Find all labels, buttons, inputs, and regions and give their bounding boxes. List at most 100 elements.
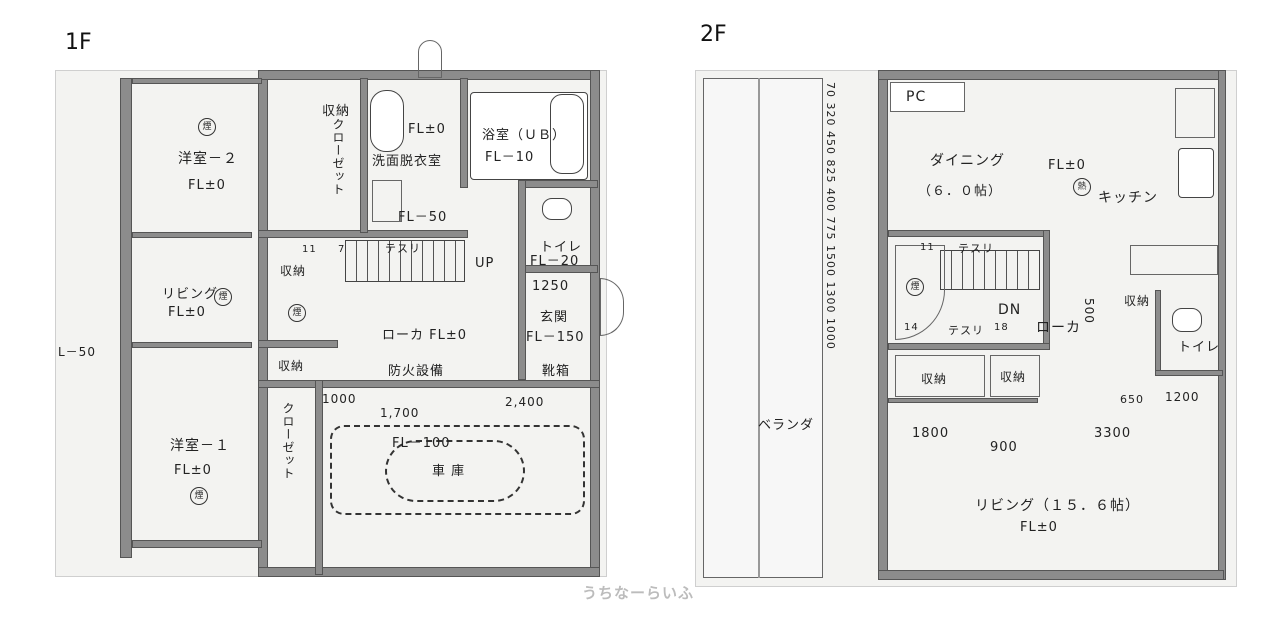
room-veranda: ベランダ (758, 418, 815, 433)
label-pc: PC (906, 89, 927, 105)
wall (315, 380, 323, 575)
room-bath: 浴室（ＵＢ） (482, 128, 567, 143)
room-dining-fl: FL±0 (1048, 158, 1086, 173)
wall (258, 380, 600, 388)
veranda-area (703, 78, 823, 578)
door-swing (600, 278, 624, 336)
room-toilet: トイレ (1178, 340, 1221, 355)
smoke-detector-icon: 煙 (198, 118, 216, 136)
heat-detector-icon: 熱 (1073, 178, 1091, 196)
room-living-fl: FL±0 (1020, 520, 1058, 535)
dim-500: 500 (1082, 298, 1096, 324)
stair-treads (345, 240, 465, 282)
room-living: リビング (162, 287, 219, 302)
storage-b (990, 355, 1040, 397)
door-swing (418, 40, 442, 78)
floor1-title: 1F (65, 30, 92, 55)
washbasin (370, 90, 404, 152)
stair-number: 11 (920, 242, 935, 253)
room-bath-fl: FL－10 (485, 150, 535, 165)
room-dining-size: （６．０帖） (918, 184, 1003, 199)
dim-2400: 2,400 (505, 395, 545, 409)
room-kitchen: キッチン (1098, 190, 1158, 206)
dim-1200: 1200 (1165, 390, 1200, 404)
room-shuno-mid: 収納 (278, 359, 305, 373)
smoke-detector-icon: 煙 (214, 288, 232, 306)
toilet-fixture (1172, 308, 1202, 332)
wall (132, 342, 252, 348)
kitchen-sink (1178, 148, 1214, 198)
wall (132, 232, 252, 238)
dim-3300: 3300 (1094, 426, 1132, 441)
wall (258, 340, 338, 348)
room-yoshitsu1-fl: FL±0 (174, 463, 212, 478)
room-shuno-top: 収納 (322, 104, 351, 119)
wall (360, 78, 368, 233)
room-toilet: トイレ (540, 240, 583, 255)
room-closet-bottom: クローゼット (281, 402, 295, 480)
wall (888, 343, 1050, 350)
dim-1250: 1250 (532, 279, 570, 294)
room-living: リビング（１５．６帖） (975, 498, 1140, 514)
smoke-detector-icon: 煙 (288, 304, 306, 322)
room-toilet-fl: FL－20 (530, 254, 580, 269)
room-yoshitsu2-fl: FL±0 (188, 178, 226, 193)
label-tesuri: テスリ (385, 242, 421, 255)
washer-space (372, 180, 402, 222)
stair-number: 11 (302, 244, 317, 255)
veranda-divider (758, 78, 760, 578)
wall (1155, 370, 1223, 376)
smoke-detector-icon: 煙 (190, 487, 208, 505)
room-garage-fl: FL－100 (392, 436, 451, 451)
room-washroom-fl: FL±0 (408, 122, 446, 137)
label-tesuri-bottom: テスリ (948, 324, 984, 337)
room-roka: ローカ FL±0 (382, 328, 468, 343)
wall (518, 180, 526, 380)
dim-1000: 1000 (322, 392, 357, 406)
dim-1800: 1800 (912, 426, 950, 441)
stair-number: 18 (994, 322, 1009, 333)
dim-900: 900 (990, 440, 1018, 455)
wall (1155, 290, 1161, 375)
wall (590, 70, 600, 575)
wall (888, 230, 1050, 237)
kitchen-stove (1130, 245, 1218, 275)
wall (460, 78, 468, 188)
room-shuno-a: 収納 (921, 372, 948, 386)
stair-number: 7 (338, 244, 346, 255)
toilet-fixture (542, 198, 572, 220)
watermark: うちなーらいふ (582, 584, 695, 602)
label-bouka: 防火設備 (388, 364, 445, 379)
wall (878, 78, 888, 578)
wall (878, 70, 1223, 80)
label-dn: DN (998, 302, 1022, 318)
veranda-dimensions: 70 320 450 825 400 775 1500 1300 1000 (824, 82, 837, 350)
wall (518, 180, 598, 188)
room-living-fl: FL±0 (168, 305, 206, 320)
veranda-fl: L－50 (58, 345, 96, 359)
fridge-space (1175, 88, 1215, 138)
stair-treads (940, 250, 1040, 290)
wall (258, 567, 600, 577)
pc-desk (890, 82, 965, 112)
room-dining: ダイニング (930, 153, 1005, 169)
wall (1218, 70, 1226, 580)
room-roka: ローカ (1036, 320, 1081, 336)
smoke-detector-icon: 煙 (906, 278, 924, 296)
wall (878, 570, 1224, 580)
dim-650: 650 (1120, 393, 1144, 406)
room-kutsubako: 靴箱 (542, 364, 571, 379)
room-yoshitsu2: 洋室－２ (178, 151, 238, 167)
floor2-title: 2F (700, 22, 727, 47)
wall (888, 398, 1038, 403)
room-washroom: 洗面脱衣室 (372, 154, 443, 169)
wall (132, 78, 262, 84)
tub-basin (550, 94, 584, 174)
dim-1700: 1,700 (380, 406, 420, 420)
room-garage: 車 庫 (432, 464, 466, 479)
room-shuno-b: 収納 (1000, 370, 1027, 384)
wall (132, 540, 262, 548)
room-shuno-right: 収納 (1124, 294, 1151, 308)
room-washroom-fl2: FL－50 (398, 210, 448, 225)
wall (258, 70, 268, 575)
